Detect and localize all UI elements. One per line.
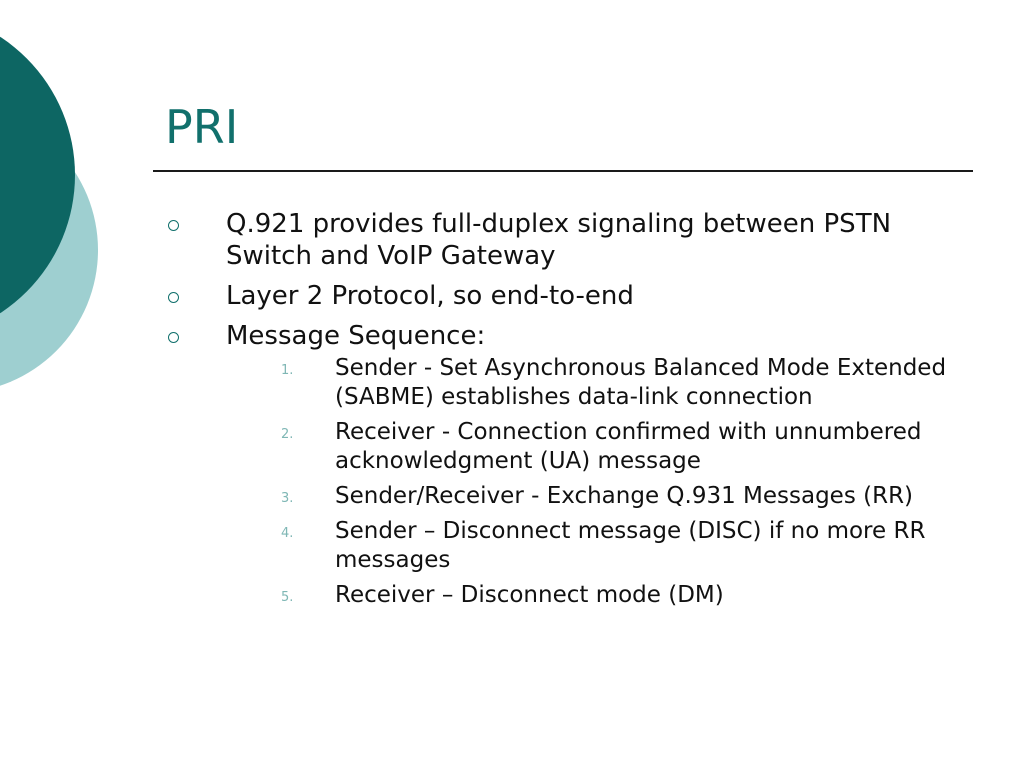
sequence-step: 5. Receiver – Disconnect mode (DM) [226,581,970,610]
slide-content: Q.921 provides full-duplex signaling bet… [160,208,970,618]
step-text: Receiver - Connection confirmed with unn… [335,419,922,474]
sequence-step: 2. Receiver - Connection confirmed with … [226,418,970,476]
bullet-text: Message Sequence: [226,321,486,351]
sequence-step: 1. Sender - Set Asynchronous Balanced Mo… [226,354,970,412]
step-text: Sender - Set Asynchronous Balanced Mode … [335,355,947,410]
hollow-circle-bullet-icon [168,220,179,231]
sequence-step: 3. Sender/Receiver - Exchange Q.931 Mess… [226,482,970,511]
sequence-step: 4. Sender – Disconnect message (DISC) if… [226,517,970,575]
slide-title: PRI [165,100,239,154]
decorative-circles [0,36,98,386]
message-sequence-list: 1. Sender - Set Asynchronous Balanced Mo… [226,354,970,610]
step-number: 4. [281,526,294,541]
hollow-circle-bullet-icon [168,332,179,343]
bullet-text: Layer 2 Protocol, so end-to-end [226,281,634,311]
bullet-text: Q.921 provides full-duplex signaling bet… [226,209,892,271]
step-text: Receiver – Disconnect mode (DM) [335,582,724,608]
step-text: Sender/Receiver - Exchange Q.931 Message… [335,483,914,509]
bullet-item: Message Sequence: 1. Sender - Set Asynch… [160,320,970,610]
step-text: Sender – Disconnect message (DISC) if no… [335,518,926,573]
step-number: 1. [281,363,294,378]
step-number: 3. [281,491,294,506]
step-number: 5. [281,590,294,605]
bullet-list: Q.921 provides full-duplex signaling bet… [160,208,970,610]
step-number: 2. [281,427,294,442]
title-divider [153,170,973,172]
hollow-circle-bullet-icon [168,292,179,303]
dark-teal-circle [0,36,75,314]
bullet-item: Layer 2 Protocol, so end-to-end [160,280,970,312]
bullet-item: Q.921 provides full-duplex signaling bet… [160,208,970,272]
